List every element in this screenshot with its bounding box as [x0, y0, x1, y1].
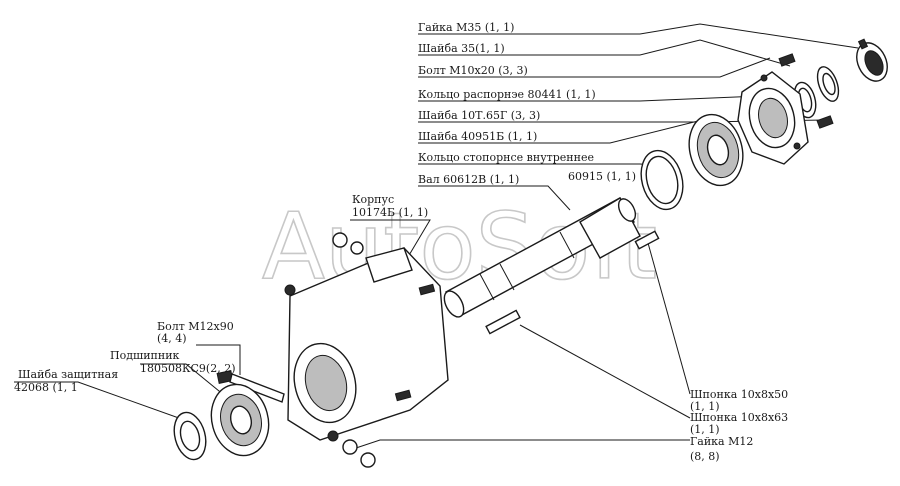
label-bearing-number: 180508КС9(2, 2)	[140, 362, 236, 375]
label-key-50-qty: (1, 1)	[690, 400, 720, 413]
label-housing: Корпус	[352, 193, 394, 206]
retaining-ring-part	[640, 149, 684, 211]
label-nut-m12-qty: (8, 8)	[690, 450, 720, 463]
bearing-180508-part	[210, 383, 270, 457]
bolt-m12-part	[216, 370, 285, 403]
label-housing-number: 10174Б (1, 1)	[352, 206, 428, 219]
shaft-part	[443, 197, 641, 318]
protective-washer-part	[173, 411, 207, 461]
label-nut-m35: Гайка М35 (1, 1)	[418, 21, 514, 34]
label-protective-washer-number: 42068 (1, 1	[14, 381, 78, 394]
label-washer-35: Шайба 35(1, 1)	[418, 42, 505, 55]
bolt-m10-part	[778, 53, 834, 129]
leader-lines	[14, 23, 859, 451]
label-retaining-ring-number: 60915 (1, 1)	[568, 170, 636, 183]
label-bearing: Подшипник	[110, 349, 180, 362]
flange-cover-part	[737, 71, 809, 165]
label-washer-40951: Шайба 40951Б (1, 1)	[418, 130, 537, 143]
label-spacer-ring: Кольцо распорнэе 80441 (1, 1)	[418, 88, 596, 101]
housing-part	[284, 247, 449, 442]
label-bolt-m10: Болт М10х20 (3, 3)	[418, 64, 528, 77]
label-key-63-qty: (1, 1)	[690, 423, 720, 436]
label-bolt-m12: Болт М12х90	[157, 320, 234, 333]
nut-m12-part	[332, 232, 376, 468]
key-10x8x63-part	[485, 309, 521, 335]
label-nut-m12: Гайка М12	[690, 435, 753, 448]
label-protective-washer: Шайба защитная	[18, 368, 118, 381]
nut-m35-part	[856, 38, 888, 82]
label-retaining-ring: Кольцо стопорнсе внутреннее	[418, 151, 594, 164]
label-key-63: Шпонка 10х8х63	[690, 411, 788, 424]
bearing-washer-part	[688, 113, 744, 187]
part-labels: Гайка М35 (1, 1) Шайба 35(1, 1) Болт М10…	[14, 21, 788, 463]
label-key-50: Шпонка 10х8х50	[690, 388, 788, 401]
label-shaft: Вал 60612В (1, 1)	[418, 173, 519, 186]
key-10x8x50-part	[634, 230, 660, 250]
label-washer-10t: Шайба 10Т.65Г (3, 3)	[418, 109, 540, 122]
label-bolt-m12-qty: (4, 4)	[157, 332, 187, 345]
washer-35-part	[816, 66, 840, 102]
